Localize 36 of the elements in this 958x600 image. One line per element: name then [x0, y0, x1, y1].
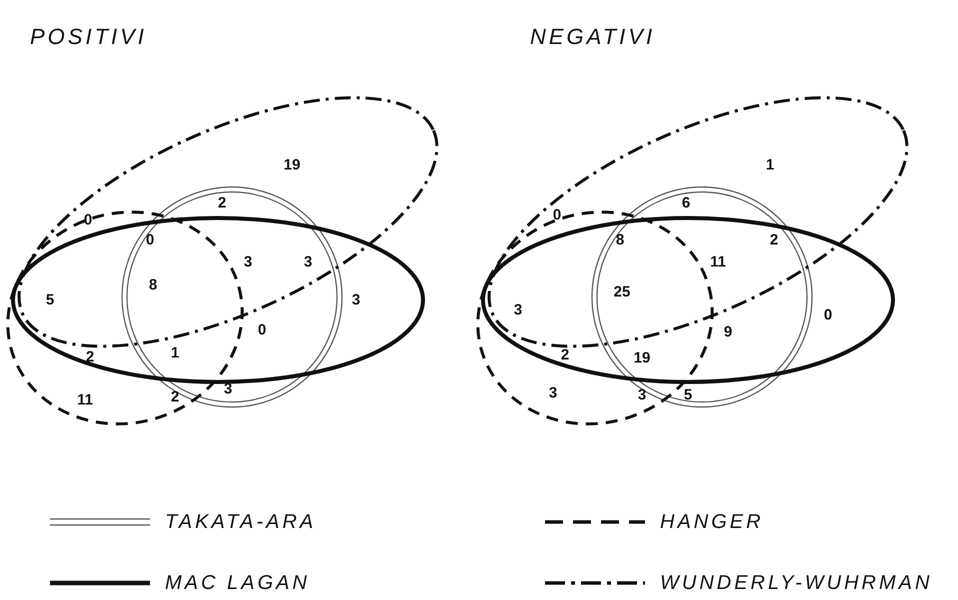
count-label: 1	[170, 346, 180, 360]
legend-label: WUNDERLY-WUHRMAN	[660, 573, 932, 593]
count-label: 9	[724, 324, 732, 340]
count-label: 3	[224, 382, 232, 396]
count-label: 19	[284, 158, 300, 172]
count-label: 11	[77, 392, 93, 408]
count-label: 2	[770, 232, 778, 248]
count-label: 8	[148, 278, 158, 292]
count-label: 19	[634, 350, 650, 366]
count-label: 0	[552, 208, 562, 222]
count-label: 3	[548, 386, 558, 400]
count-label: 3	[304, 254, 312, 270]
count-label: 0	[258, 322, 266, 338]
count-label: 5	[684, 388, 692, 402]
count-label: 3	[352, 292, 360, 308]
panel-heading: NEGATIVI	[530, 26, 656, 48]
count-label: 3	[514, 302, 522, 318]
count-label: 25	[614, 284, 630, 300]
legend-label: HANGER	[660, 512, 764, 532]
panel-heading: POSITIVI	[30, 26, 147, 48]
count-label: 11	[710, 254, 726, 270]
count-label: 1	[766, 158, 774, 172]
count-label: 8	[616, 232, 624, 248]
count-label: 6	[682, 196, 690, 210]
count-label: 2	[560, 348, 570, 362]
count-label: 3	[638, 388, 646, 402]
count-label: 2	[86, 350, 94, 364]
count-label: 0	[824, 308, 832, 322]
legend-label: TAKATA-ARA	[165, 512, 316, 532]
count-label: 2	[170, 390, 180, 404]
legend-label: MAC LAGAN	[165, 573, 310, 593]
count-label: 0	[84, 212, 92, 228]
count-label: 5	[46, 292, 54, 308]
count-label: 3	[244, 254, 252, 270]
count-label: 0	[146, 232, 154, 248]
count-label: 2	[218, 196, 226, 210]
